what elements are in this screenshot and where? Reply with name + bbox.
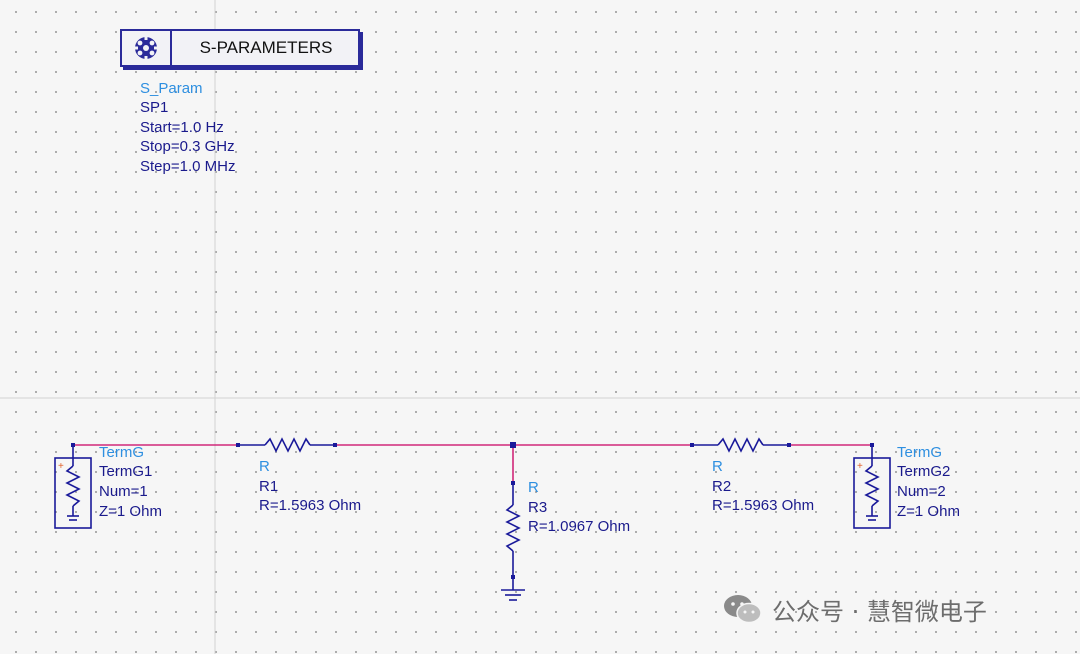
termg1-instance-label: TermG1 (99, 463, 153, 480)
termg1-z-label: Z=1 Ohm (99, 503, 162, 520)
ground-icon (501, 589, 525, 601)
sparam-instance-label: SP1 (140, 99, 169, 116)
termg1-plus-sign: + (58, 461, 64, 472)
r2-instance-label: R2 (712, 478, 732, 495)
termg1-type-label: TermG (99, 444, 144, 461)
r1-value-label: R=1.5963 Ohm (259, 497, 362, 514)
termg2-instance-label: TermG2 (897, 463, 951, 480)
resistor-r2[interactable] (690, 437, 791, 453)
termg2-type-label: TermG (897, 444, 942, 461)
termg2-z-label: Z=1 Ohm (897, 503, 960, 520)
termg2-num-label: Num=2 (897, 483, 946, 500)
watermark-text: 公众号 · 慧智微电子 (772, 597, 987, 626)
termg2-symbol[interactable] (853, 443, 891, 529)
gear-cluster-icon (134, 36, 158, 60)
sparameters-icon-cell (122, 31, 172, 65)
sparam-start-label: Start=1.0 Hz (140, 119, 224, 136)
wechat-icon (724, 595, 762, 624)
resistor-r3[interactable] (505, 481, 521, 590)
sparam-step-label: Step=1.0 MHz (140, 158, 236, 175)
r3-instance-label: R3 (528, 499, 548, 516)
resistor-r1[interactable] (236, 437, 337, 453)
r1-type-label: R (259, 458, 270, 475)
sparameters-title: S-PARAMETERS (199, 38, 333, 57)
r3-value-label: R=1.0967 Ohm (528, 518, 631, 535)
termg1-symbol[interactable] (54, 443, 92, 529)
watermark: 公众号 · 慧智微电子 (722, 591, 987, 627)
termg2-plus-sign: + (857, 461, 863, 472)
junction-node[interactable] (510, 442, 516, 448)
sparam-type-label: S_Param (140, 80, 203, 97)
r2-value-label: R=1.5963 Ohm (712, 497, 815, 514)
sparameters-block[interactable]: S-PARAMETERS (120, 29, 360, 67)
termg1-num-label: Num=1 (99, 483, 148, 500)
sparam-stop-label: Stop=0.3 GHz (140, 138, 235, 155)
r1-instance-label: R1 (259, 478, 279, 495)
r2-type-label: R (712, 458, 723, 475)
r3-type-label: R (528, 479, 539, 496)
